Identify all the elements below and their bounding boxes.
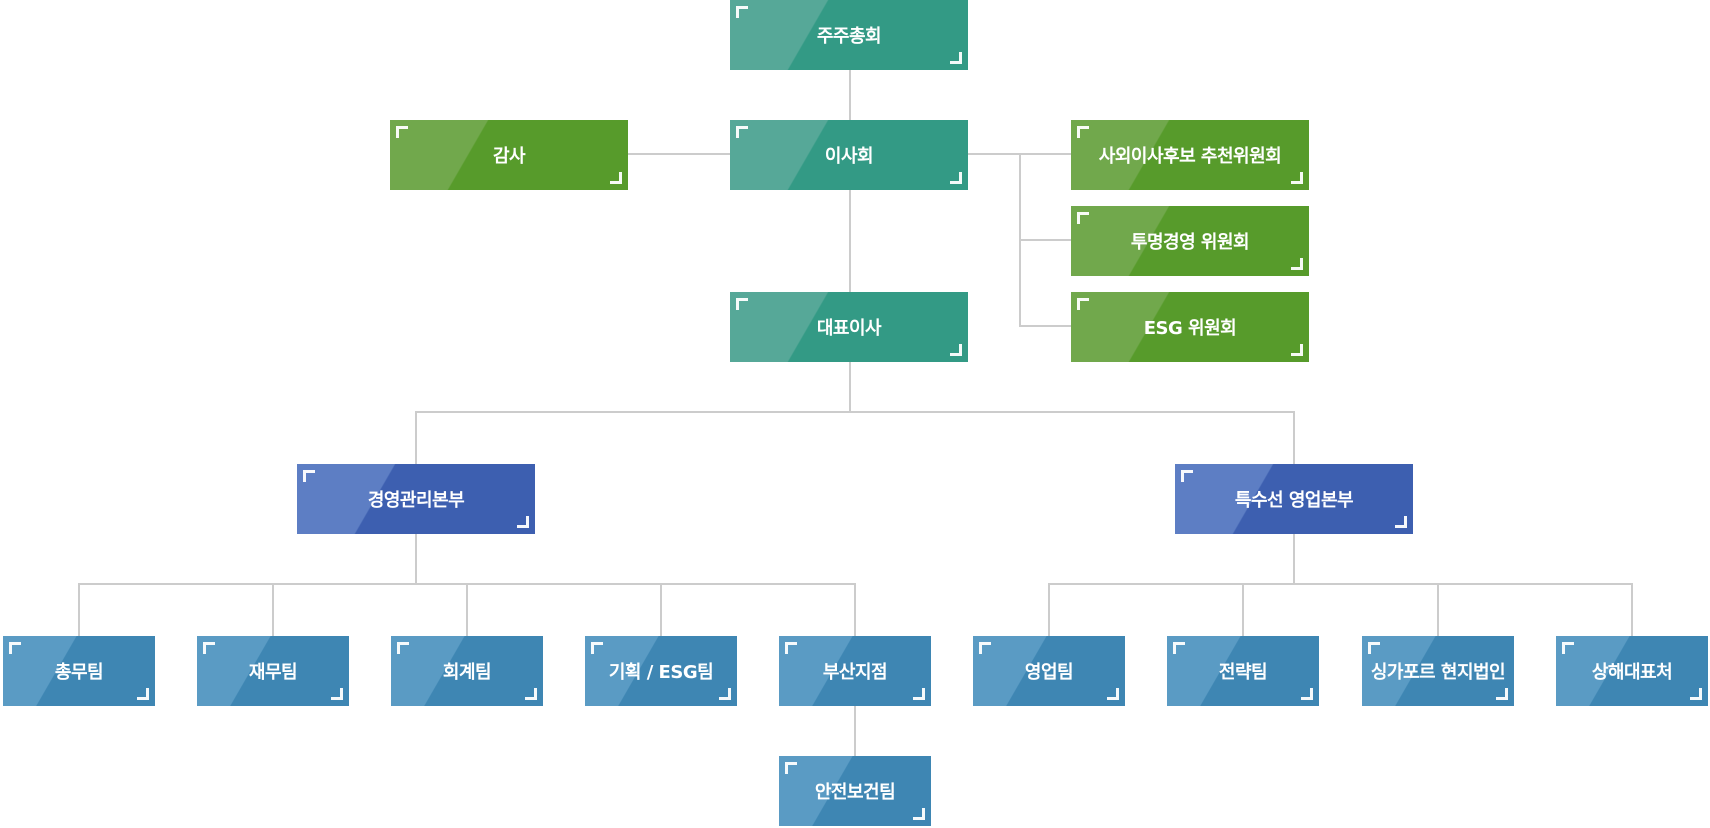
connector-line <box>1019 325 1071 327</box>
connector-line <box>1048 583 1633 585</box>
node-audit: 감사 <box>390 120 628 190</box>
node-planning-esg-team: 기획 / ESG팀 <box>585 636 737 706</box>
connector-line <box>466 583 468 636</box>
connector-line <box>1048 583 1050 636</box>
connector-line <box>272 583 274 636</box>
connector-line <box>415 411 417 464</box>
connector-line <box>1019 239 1071 241</box>
connector-line <box>849 70 851 120</box>
node-esg-committee: ESG 위원회 <box>1071 292 1309 362</box>
connector-line <box>854 583 856 636</box>
node-ceo: 대표이사 <box>730 292 968 362</box>
node-busan-branch: 부산지점 <box>779 636 931 706</box>
node-sales-team: 영업팀 <box>973 636 1125 706</box>
connector-line <box>1293 411 1295 464</box>
connector-line <box>1631 583 1633 636</box>
connector-line <box>1293 534 1295 585</box>
node-board-of-directors: 이사회 <box>730 120 968 190</box>
connector-line <box>415 534 417 585</box>
node-special-ship-sales-division: 특수선 영업본부 <box>1175 464 1413 534</box>
connector-line <box>1242 583 1244 636</box>
node-general-affairs-team: 총무팀 <box>3 636 155 706</box>
connector-line <box>849 362 851 413</box>
node-safety-health-team: 안전보건팀 <box>779 756 931 826</box>
node-finance-team: 재무팀 <box>197 636 349 706</box>
node-transparency-committee: 투명경영 위원회 <box>1071 206 1309 276</box>
node-strategy-team: 전략팀 <box>1167 636 1319 706</box>
node-management-division: 경영관리본부 <box>297 464 535 534</box>
connector-line <box>1437 583 1439 636</box>
node-accounting-team: 회계팀 <box>391 636 543 706</box>
connector-line <box>78 583 80 636</box>
connector-line <box>854 706 856 756</box>
node-singapore-subsidiary: 싱가포르 현지법인 <box>1362 636 1514 706</box>
node-shanghai-office: 상해대표처 <box>1556 636 1708 706</box>
connector-line <box>415 411 1295 413</box>
connector-line <box>849 190 851 292</box>
connector-line <box>628 153 730 155</box>
node-shareholders-meeting: 주주총회 <box>730 0 968 70</box>
node-outside-director-committee: 사외이사후보 추천위원회 <box>1071 120 1309 190</box>
connector-line <box>660 583 662 636</box>
